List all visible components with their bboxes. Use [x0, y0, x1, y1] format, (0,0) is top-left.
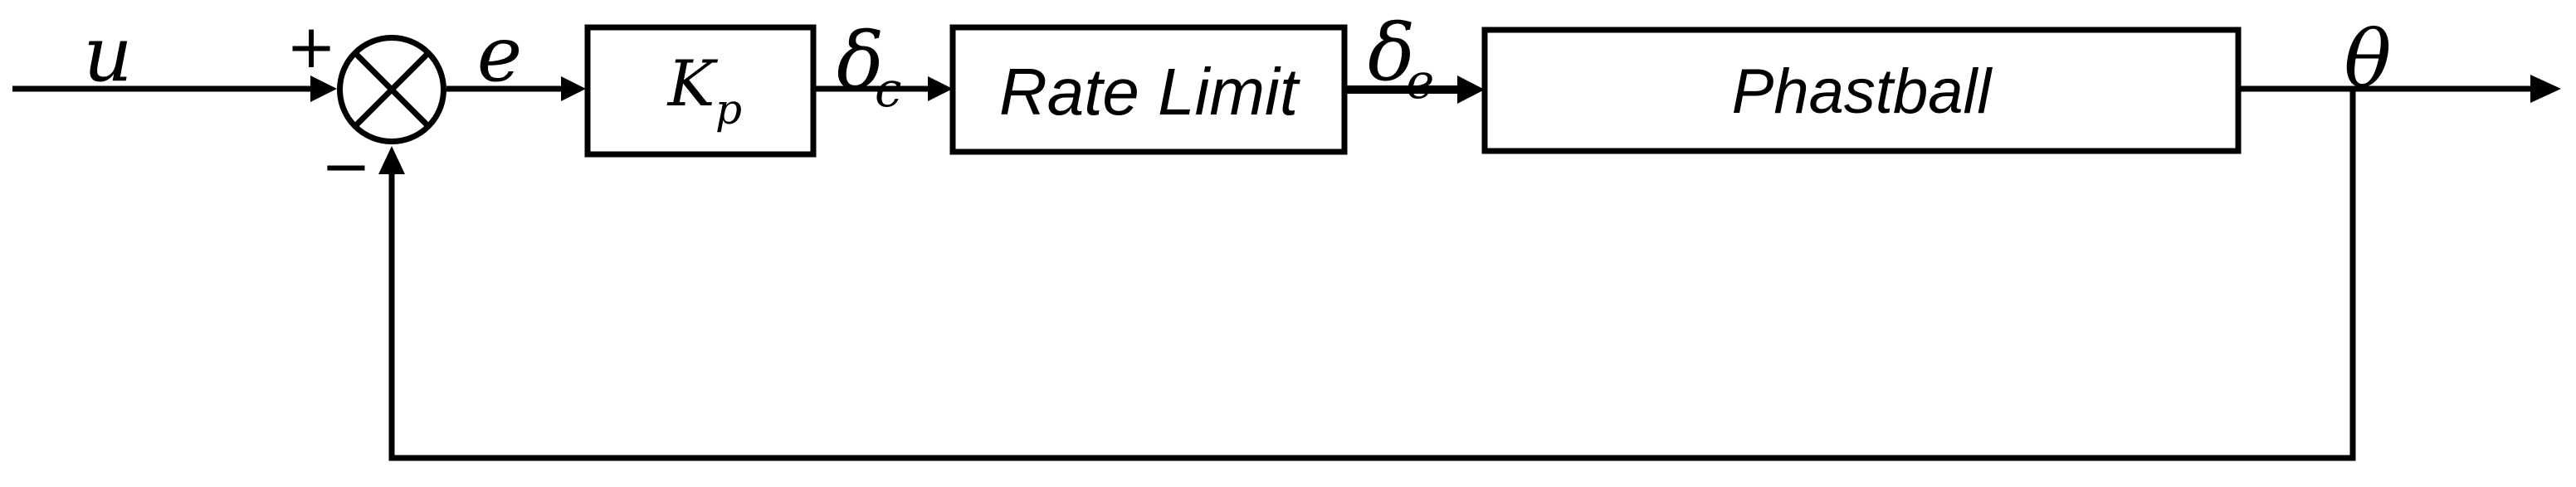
delta-c-arrowhead-icon — [928, 76, 953, 101]
delta-c-signal-subscript: c — [875, 61, 901, 118]
delta-e-arrowhead-icon — [1457, 75, 1485, 104]
delta-c-signal-label: δ — [837, 16, 884, 107]
input-arrowhead-icon — [310, 75, 337, 102]
plant-block-label: Phastball — [1732, 56, 1993, 127]
delta-e-signal-subscript: e — [1406, 53, 1434, 110]
error-signal-label: e — [477, 10, 522, 99]
input-signal-label: u — [83, 10, 132, 99]
output-arrowhead-icon — [2530, 75, 2561, 103]
gain-block-label: K — [666, 46, 719, 120]
feedback-arrowhead-icon — [378, 146, 405, 174]
output-signal-label: θ — [2344, 14, 2391, 105]
summing-junction-icon — [337, 35, 446, 144]
sum-minus-sign: − — [321, 131, 371, 201]
gain-block-subscript: p — [715, 85, 742, 134]
feedback-line — [388, 91, 2356, 461]
error-arrowhead-icon — [561, 76, 586, 101]
sum-plus-sign: + — [286, 12, 336, 81]
rate-limit-block-label: Rate Limit — [999, 55, 1300, 129]
plant-block — [1481, 27, 2242, 154]
summing-junction-cross-icon — [353, 51, 431, 129]
delta-e-signal-label: δ — [1368, 7, 1415, 99]
